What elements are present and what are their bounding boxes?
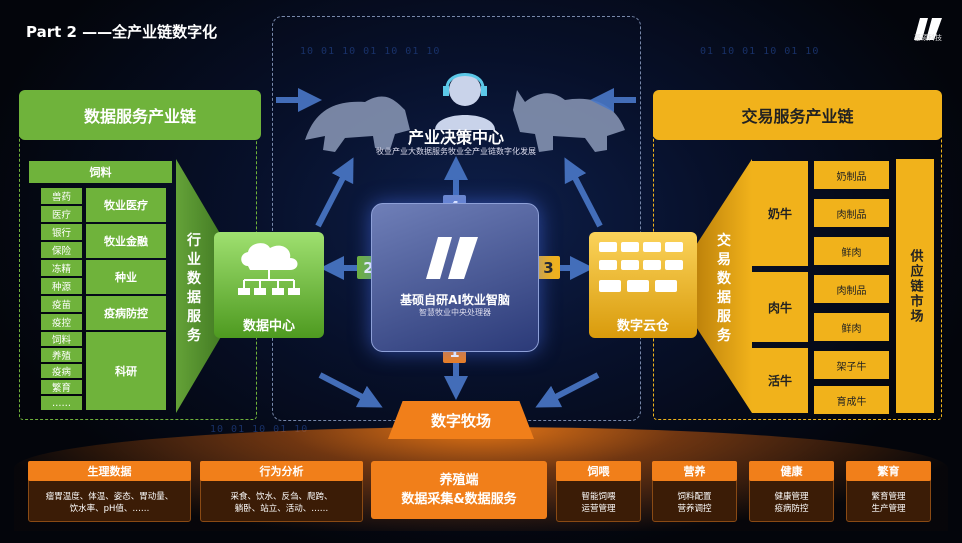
ai-brain-subtitle: 智慧牧业中央处理器 <box>419 308 491 317</box>
category-research: 科研 <box>86 332 166 410</box>
page-title: Part 2 ——全产业链数字化 <box>26 23 218 41</box>
step-number-3: 3 <box>537 256 560 279</box>
feed-row: 饲料 <box>29 161 172 183</box>
breeding-end-title: 养殖端 <box>439 473 479 488</box>
binary-decoration: 01 10 01 10 01 10 <box>700 46 820 57</box>
breeding-end-subtitle: 数据采集&数据服务 <box>401 492 517 507</box>
item-grown-cattle: 育成牛 <box>814 386 889 414</box>
card-nutrition-line: 饲料配置 <box>677 492 712 502</box>
ai-brain-title: 基硕自研AI牧业智脑 <box>400 293 510 307</box>
trade-data-service-label: 交易数据服务 <box>717 233 731 344</box>
ai-brain-chip <box>371 203 539 352</box>
card-feeding-line: 运营管理 <box>581 504 616 514</box>
item-vet-drug: 兽药 <box>41 188 82 204</box>
logo-icon <box>914 18 942 40</box>
card-reproduction-line: 繁育管理 <box>871 492 906 502</box>
digital-farm-header: 数字牧场 <box>388 401 534 439</box>
item-medical: 医疗 <box>41 206 82 222</box>
card-feeding-title: 饲喂 <box>556 461 641 481</box>
card-health-title: 健康 <box>749 461 834 481</box>
item-meat-products: 肉制品 <box>814 275 889 303</box>
item-disease: 疫病 <box>41 364 82 378</box>
cloud-network-icon <box>238 243 300 295</box>
item-feeder-cattle: 架子牛 <box>814 351 889 379</box>
category-dairy-cow: 奶牛 <box>752 161 808 266</box>
logo-text: 基硕科技 <box>914 34 942 42</box>
item-disease-control: 疫控 <box>41 314 82 330</box>
item-feed: 饲料 <box>41 332 82 346</box>
breeding-end-box: 养殖端 数据采集&数据服务 <box>371 461 547 519</box>
card-behavior-line: 躺卧、站立、活动、…… <box>234 504 329 514</box>
binary-decoration: 10 01 10 01 10 01 10 <box>300 46 441 57</box>
card-health-line: 健康管理 <box>774 492 809 502</box>
item-reproduction: 繁育 <box>41 380 82 394</box>
card-physiology-line: 瘤胃温度、体温、姿态、胃动量、 <box>45 492 174 502</box>
data-center-label: 数据中心 <box>242 318 295 334</box>
item-frozen-semen: 冻精 <box>41 260 82 276</box>
category-live-cattle: 活牛 <box>752 348 808 413</box>
item-breeding: 养殖 <box>41 348 82 362</box>
card-feeding-line: 智能饲喂 <box>581 492 616 502</box>
card-health-line: 疫病防控 <box>774 504 809 514</box>
category-vet-medical: 牧业医疗 <box>86 188 166 222</box>
brand-logo-icon <box>426 237 478 279</box>
card-nutrition-line: 营养调控 <box>677 504 712 514</box>
category-seed: 种业 <box>86 260 166 294</box>
supply-chain-market: 供应链市场 <box>896 159 934 413</box>
card-behavior-line: 采食、饮水、反刍、爬跨、 <box>230 492 333 502</box>
cattle-herd-icon <box>599 242 683 292</box>
card-reproduction-line: 生产管理 <box>871 504 906 514</box>
item-meat-products: 肉制品 <box>814 199 889 227</box>
decision-center-subtitle: 牧业产业大数据服务牧业全产业链数字化发展 <box>376 147 536 156</box>
card-behavior-title: 行为分析 <box>200 461 363 481</box>
item-dairy-products: 奶制品 <box>814 161 889 189</box>
card-physiology-title: 生理数据 <box>28 461 191 481</box>
item-fresh-meat: 鲜肉 <box>814 237 889 265</box>
card-nutrition-title: 营养 <box>652 461 737 481</box>
item-bank: 银行 <box>41 224 82 240</box>
category-finance: 牧业金融 <box>86 224 166 258</box>
item-fresh-meat: 鲜肉 <box>814 313 889 341</box>
item-more: …… <box>41 396 82 410</box>
item-vaccine: 疫苗 <box>41 296 82 312</box>
digital-warehouse-label: 数字云仓 <box>616 318 669 334</box>
card-reproduction-title: 繁育 <box>846 461 931 481</box>
card-physiology-line: 饮水率、pH值、…… <box>69 504 150 514</box>
category-beef-cattle: 肉牛 <box>752 272 808 342</box>
industry-data-service-label: 行业数据服务 <box>187 233 201 344</box>
category-epidemic: 疫病防控 <box>86 296 166 330</box>
binary-decoration: 10 01 10 01 10 <box>210 424 309 435</box>
item-breed-source: 种源 <box>41 278 82 294</box>
decision-center-title: 产业决策中心 <box>407 128 504 147</box>
data-chain-header: 数据服务产业链 <box>19 90 261 140</box>
item-insurance: 保险 <box>41 242 82 258</box>
trade-chain-header: 交易服务产业链 <box>653 90 942 140</box>
